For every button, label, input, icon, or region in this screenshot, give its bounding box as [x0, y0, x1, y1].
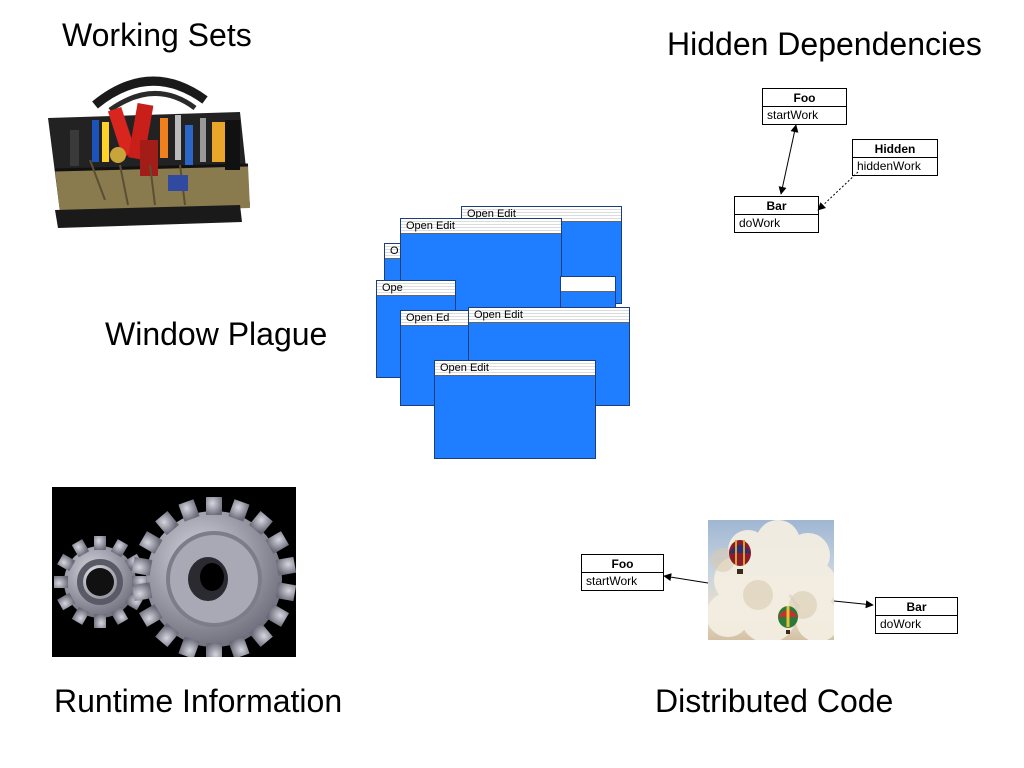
uml-class-name: Bar — [735, 197, 818, 215]
window-titlebar: Ope — [377, 281, 455, 296]
window-titlebar: Open Ed — [401, 311, 479, 326]
uml-method: doWork — [880, 617, 922, 631]
window — [560, 276, 616, 308]
uml-class-bar-distributed: Bar doWork — [875, 597, 958, 634]
gears-image — [52, 487, 296, 657]
window: Open Edit — [434, 360, 596, 459]
label-hidden-dependencies: Hidden Dependencies — [667, 26, 982, 62]
uml-class-name: Hidden — [853, 140, 937, 158]
label-runtime-information: Runtime Information — [54, 683, 343, 719]
uml-class-name: Foo — [582, 555, 663, 573]
uml-class-name: Bar — [876, 598, 957, 616]
uml-class-foo: Foo startWork — [762, 88, 847, 125]
label-window-plague: Window Plague — [105, 316, 328, 352]
arrow-to-foo — [663, 573, 709, 584]
window-titlebar: Open Edit — [469, 308, 629, 323]
uml-class-bar: Bar doWork — [734, 196, 819, 233]
arrow-foo-bar — [778, 124, 799, 195]
window-titlebar: Open Edit — [435, 361, 595, 376]
uml-class-hidden: Hidden hiddenWork — [852, 139, 938, 176]
arrow-hidden-bar — [817, 171, 859, 211]
window-titlebar — [561, 277, 615, 292]
uml-method: startWork — [586, 574, 638, 588]
arrow-to-bar — [833, 600, 874, 609]
uml-method: startWork — [767, 108, 819, 122]
uml-method: doWork — [739, 216, 781, 230]
uml-method: hiddenWork — [857, 159, 921, 173]
window-titlebar: Open Edit — [401, 219, 561, 234]
label-distributed-code: Distributed Code — [655, 683, 894, 719]
uml-class-foo-distributed: Foo startWork — [581, 554, 664, 591]
label-working-sets: Working Sets — [62, 17, 252, 53]
balloons-clouds-image — [708, 520, 834, 640]
uml-class-name: Foo — [763, 89, 846, 107]
